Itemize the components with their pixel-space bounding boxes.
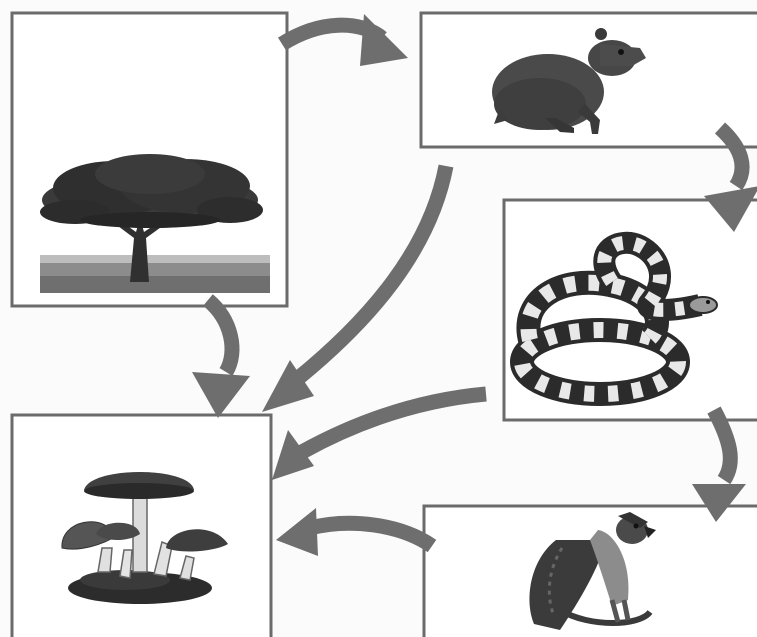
arrow-tree-to-rodent xyxy=(282,14,408,66)
arrow-tree-to-mushrooms xyxy=(192,300,250,418)
arrow-snake-to-mushrooms xyxy=(272,394,486,480)
arrow-rodent-to-mushrooms xyxy=(262,166,446,412)
arrow-eagle-to-mushrooms xyxy=(276,508,432,556)
